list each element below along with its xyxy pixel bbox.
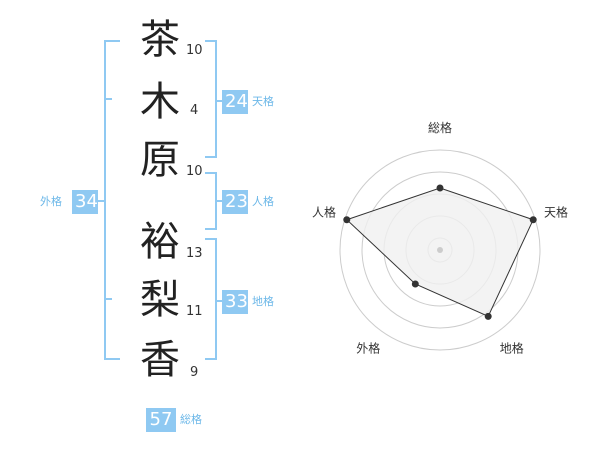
tenkaku-label: 天格 — [252, 95, 274, 108]
chikaku-label: 地格 — [252, 295, 274, 308]
name-char-5: 梨 — [140, 277, 180, 323]
chikaku-value-badge: 33 — [222, 290, 248, 314]
radar-axis-label: 人格 — [312, 204, 336, 219]
stroke-count-1: 10 — [186, 43, 203, 58]
radar-point — [411, 280, 419, 288]
radar-axis-label: 総格 — [428, 120, 452, 135]
name-char-1: 茶 — [140, 17, 180, 63]
soukaku-value-badge: 57 — [146, 408, 176, 432]
radar-axis-label: 外格 — [356, 341, 380, 356]
radar-center-dot — [437, 247, 443, 253]
jinkaku-value-badge: 23 — [222, 190, 248, 214]
stroke-count-5: 11 — [186, 304, 203, 319]
name-char-3: 原 — [140, 137, 180, 183]
gaikaku-label: 外格 — [40, 195, 62, 208]
radar-point — [436, 184, 444, 192]
radar-point — [343, 216, 351, 224]
radar-ring — [339, 149, 541, 351]
radar-point — [484, 312, 492, 320]
name-char-4: 裕 — [140, 219, 180, 265]
tenkaku-value-badge: 24 — [222, 90, 248, 114]
stroke-count-2: 4 — [190, 103, 199, 118]
radar-point — [529, 216, 537, 224]
jinkaku-label: 人格 — [252, 195, 274, 208]
stroke-count-6: 9 — [190, 365, 199, 380]
radar-axis-label: 天格 — [544, 204, 568, 219]
soukaku-label: 総格 — [180, 413, 202, 426]
stroke-count-3: 10 — [186, 164, 203, 179]
gaikaku-value-badge: 34 — [72, 190, 98, 214]
name-char-2: 木 — [140, 79, 180, 125]
stroke-count-4: 13 — [186, 246, 203, 261]
radar-axis-label: 地格 — [500, 341, 524, 356]
name-char-6: 香 — [140, 337, 180, 383]
